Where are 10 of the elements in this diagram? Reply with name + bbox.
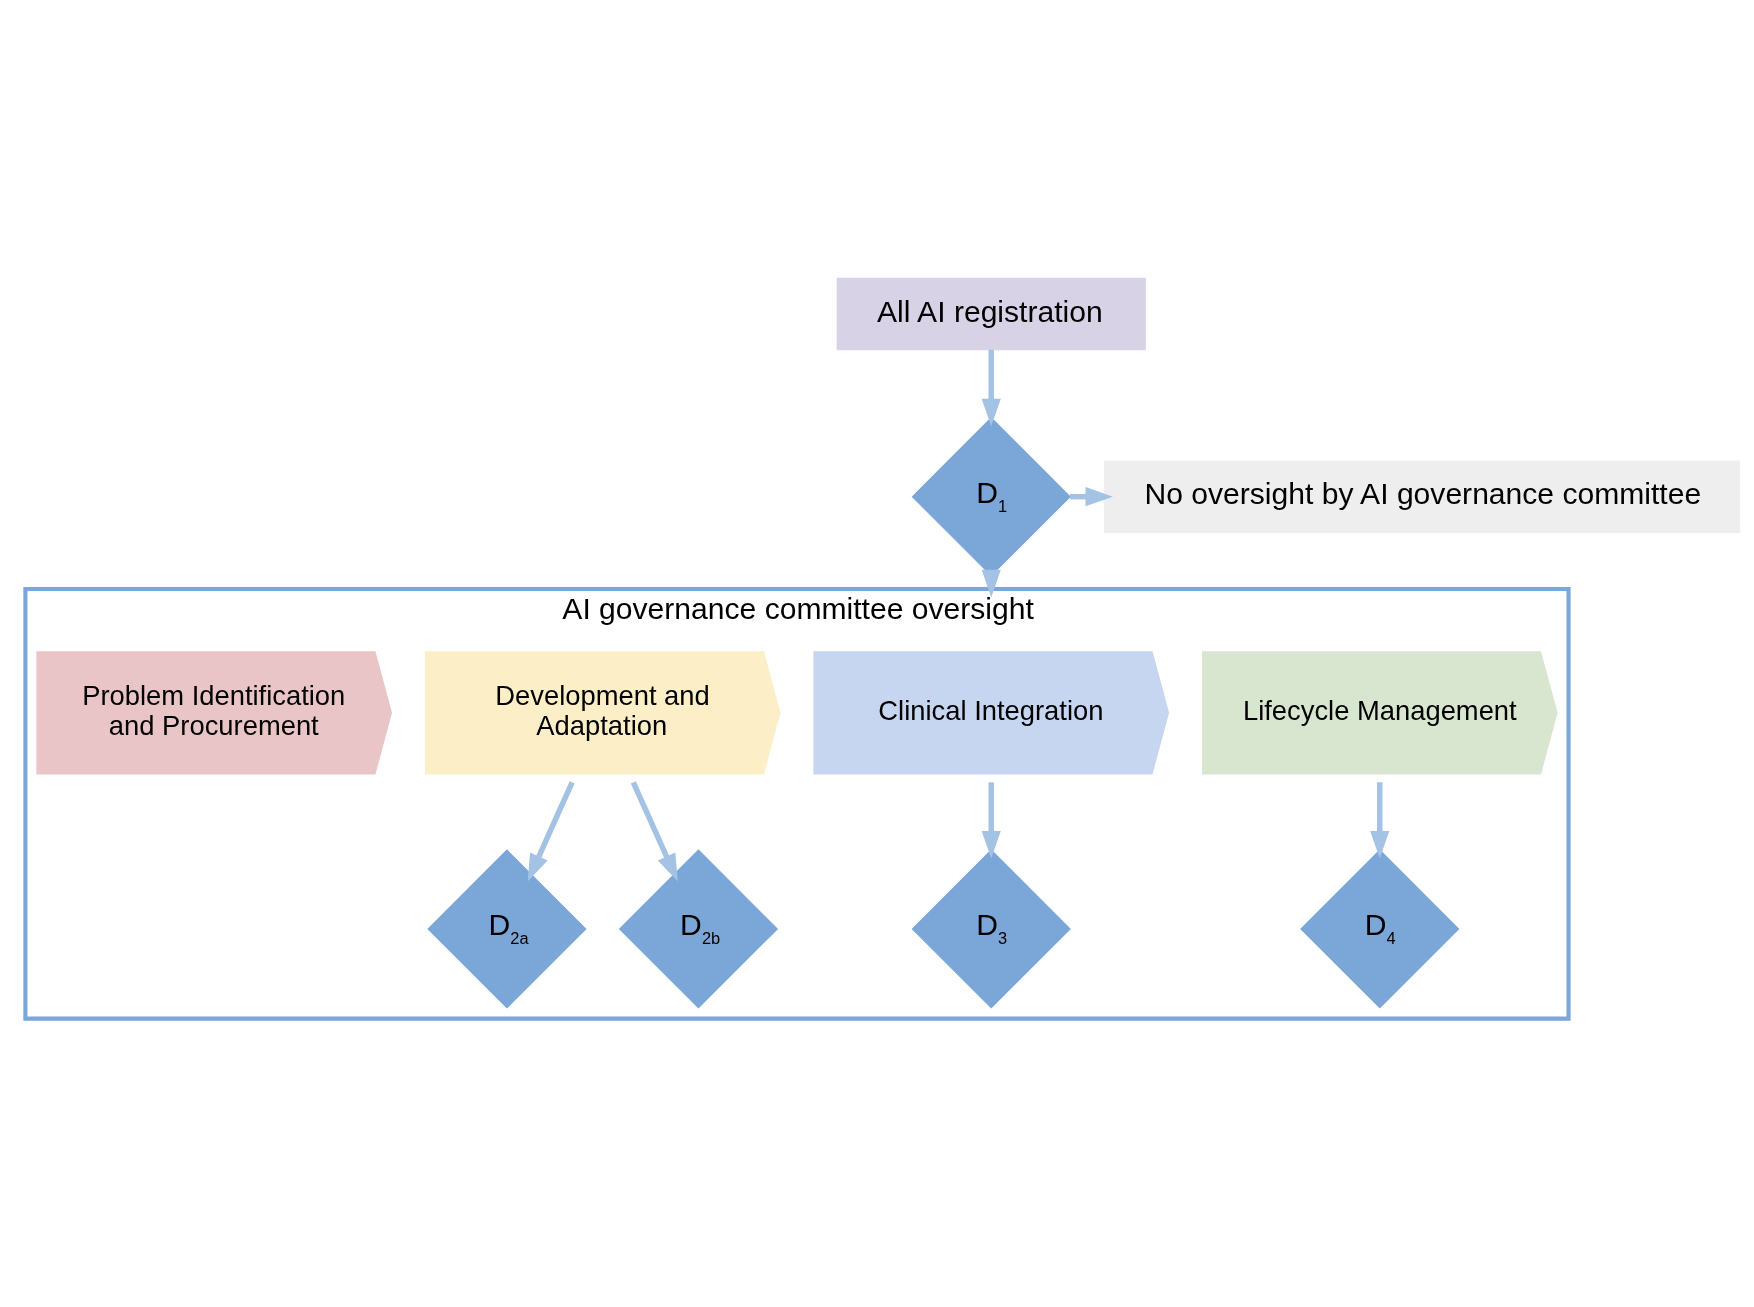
node-box: All AI registration (836, 277, 1146, 350)
arrow (981, 569, 1001, 597)
node-diamond: D$_{2b}$ (618, 848, 779, 1009)
arrow (981, 349, 1001, 426)
node-diamond: D$_{2a}$ (427, 848, 587, 1009)
arrow (630, 780, 678, 882)
arrow (527, 780, 575, 882)
arrow (981, 781, 1001, 858)
arrow (1370, 781, 1390, 858)
node-box: No oversight by AI governance committee (1104, 459, 1741, 533)
